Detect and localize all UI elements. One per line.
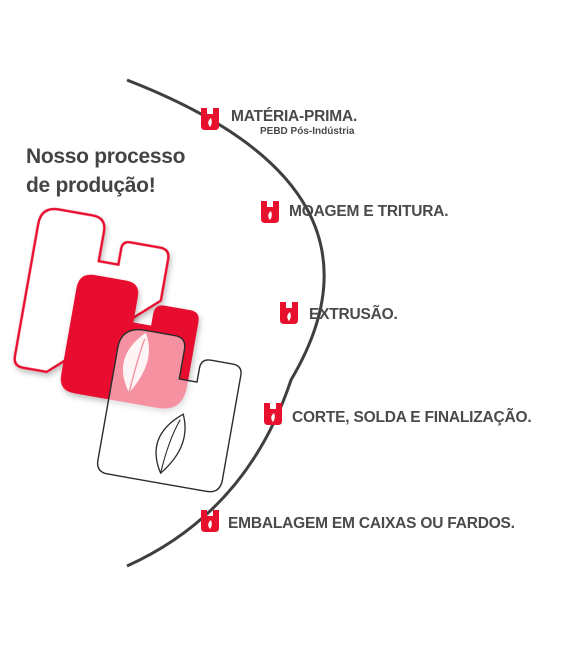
leaf-bag-icon — [264, 403, 282, 425]
step-5-label: EMBALAGEM EM CAIXAS OU FARDOS. — [228, 515, 515, 532]
title-line-2: de produção! — [26, 174, 156, 197]
step-4-label: CORTE, SOLDA E FINALIZAÇÃO. — [292, 409, 532, 426]
leaf-bag-icon — [201, 510, 219, 532]
step-3-label: EXTRUSÃO. — [309, 306, 398, 323]
leaf-bag-icon — [261, 201, 279, 223]
logo-outline-gray — [96, 328, 242, 493]
step-1-label: MATÉRIA-PRIMA. — [231, 108, 358, 125]
step-1-sublabel: PEBD Pós-Indústria — [260, 126, 355, 137]
title-line-1: Nosso processo — [26, 145, 186, 168]
page-title: Nosso processo de produção! — [26, 142, 226, 200]
step-2-label: MOAGEM E TRITURA. — [289, 203, 449, 220]
leaf-bag-icon — [280, 302, 298, 324]
leaf-bag-icon — [201, 108, 219, 130]
